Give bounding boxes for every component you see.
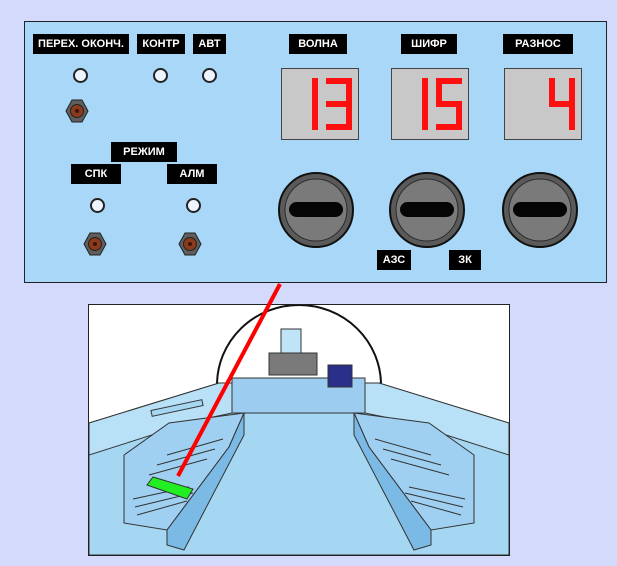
digit-segment [569,78,575,104]
perekh-okonch-button[interactable] [65,99,89,123]
vessel-interior-view [88,304,510,556]
digit-segment [436,78,442,104]
interior-drawing [89,305,509,555]
label-raznos: РАЗНОС [503,34,573,54]
digit-segment [312,104,318,130]
label-perekh-okonch: ПЕРЕХ. ОКОНЧ. [33,34,129,54]
knob-volna[interactable] [277,171,355,249]
digit-segment [436,124,462,130]
display-raznos [504,68,582,140]
digit-segment [422,78,428,104]
digit-segment [326,78,352,84]
digits-shifr [422,78,462,130]
label-volna: ВОЛНА [289,34,347,54]
control-panel: ПЕРЕХ. ОКОНЧ. КОНТР АВТ РЕЖИМ СПК АЛМ ВО… [24,21,607,283]
indicator-lamp-perekh [73,68,88,83]
label-azs: АЗС [377,250,411,270]
digit-segment [326,124,352,130]
highlighted-console-slot[interactable] [146,476,194,500]
display-volna [281,68,359,140]
digit-segment [569,104,575,130]
digit-segment [436,101,462,107]
knob-raznos[interactable] [501,171,579,249]
label-avt: АВТ [193,34,226,54]
label-kontr: КОНТР [137,34,185,54]
label-shifr: ШИФР [401,34,457,54]
digit-segment [326,101,352,107]
label-alm: АЛМ [167,164,217,184]
digit-segment [456,104,462,130]
spk-button[interactable] [83,232,107,256]
indicator-lamp-alm [186,198,201,213]
digit-segment [549,78,555,104]
digits-raznos [549,78,575,130]
indicator-lamp-avt [202,68,217,83]
digit-segment [436,78,462,84]
digit-segment [312,78,318,104]
label-zk: ЗК [449,250,481,270]
digits-volna [312,78,352,130]
display-shifr [391,68,469,140]
digit-segment [346,78,352,104]
label-rezhim: РЕЖИМ [111,142,177,162]
knob-shifr[interactable] [388,171,466,249]
digit-segment [549,101,575,107]
digit-segment [422,104,428,130]
digit-segment [346,104,352,130]
indicator-lamp-kontr [153,68,168,83]
indicator-lamp-spk [90,198,105,213]
alm-button[interactable] [178,232,202,256]
label-spk: СПК [71,164,121,184]
